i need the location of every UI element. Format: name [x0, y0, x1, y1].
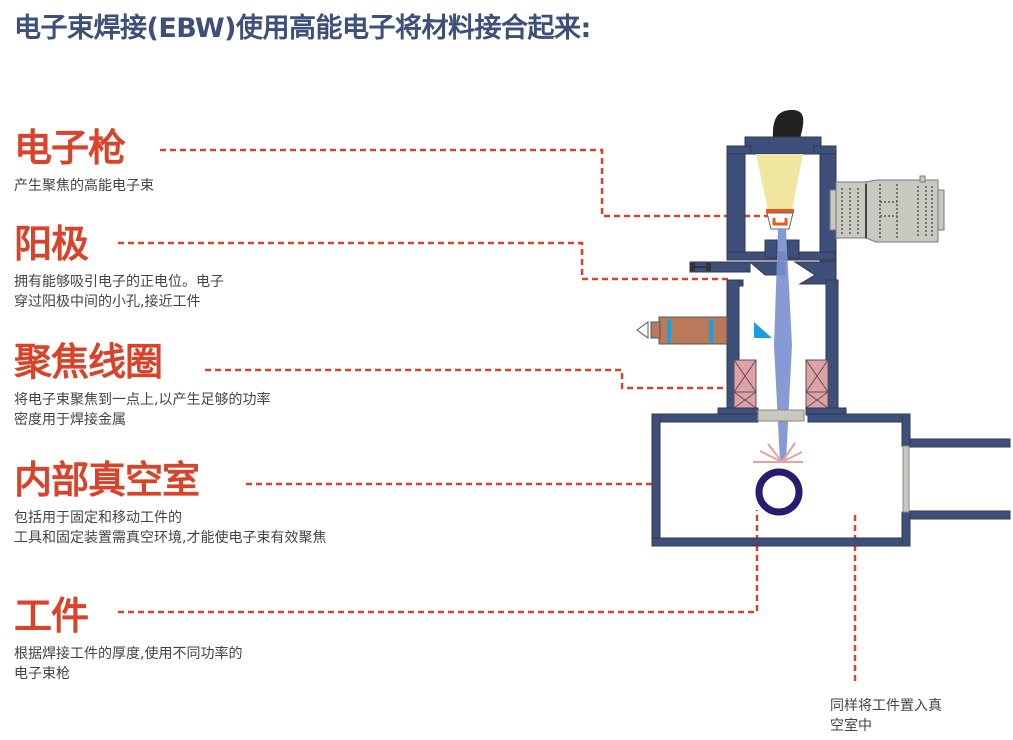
desc-line: 拥有能够吸引电子的正电位。电子 [14, 274, 224, 290]
leader-line-focus-coil [205, 368, 728, 390]
desc-line: 穿过阳极中间的小孔,接近工件 [14, 294, 201, 310]
label-desc-anode: 拥有能够吸引电子的正电位。电子 穿过阳极中间的小孔,接近工件 [14, 272, 224, 312]
leader-line-electron-gun [160, 148, 776, 218]
note-line: 同样将工件置入真 [830, 698, 942, 714]
weld-sparks [753, 442, 803, 463]
eyepiece-icon [636, 321, 649, 339]
label-desc-electron-gun: 产生聚焦的高能电子束 [14, 176, 154, 196]
mirror-prism [754, 322, 772, 338]
label-heading-vacuum-chamber: 内部真空室 [14, 458, 200, 502]
desc-line: 电子束枪 [14, 666, 70, 682]
focus-coils [733, 359, 829, 409]
label-desc-focus-coil: 将电子束聚焦到一点上,以产生足够的功率 密度用于焊接金属 [14, 390, 270, 430]
vacuum-chamber [651, 407, 1011, 547]
viewing-telescope [636, 316, 728, 345]
vacuum-pump-motor [829, 175, 945, 243]
label-heading-anode: 阳极 [14, 222, 89, 266]
label-heading-workpiece: 工件 [14, 594, 89, 638]
leader-line-workpiece [118, 510, 759, 614]
label-heading-electron-gun: 电子枪 [14, 126, 126, 170]
desc-line: 工具和固定装置需真空环境,才能使电子束有效聚焦 [14, 530, 327, 546]
desc-line: 产生聚焦的高能电子束 [14, 178, 154, 194]
label-desc-workpiece: 根据焊接工件的厚度,使用不同功率的 电子束枪 [14, 644, 242, 684]
desc-line: 将电子束聚焦到一点上,以产生足够的功率 [14, 392, 271, 408]
filament [772, 218, 788, 226]
note-line: 空室中 [830, 718, 872, 734]
desc-line: 密度用于焊接金属 [14, 412, 126, 428]
anode-adjust-arrow-icon [690, 263, 711, 271]
desc-line: 包括用于固定和移动工件的 [14, 510, 182, 526]
power-cable [772, 110, 804, 138]
cathode-band [766, 209, 794, 213]
electron-beam [774, 229, 792, 462]
page-title: 电子束焊接(EBW)使用高能电子将材料接合起来: [14, 13, 591, 44]
leader-line-anode [118, 241, 730, 281]
filament-holder [766, 212, 794, 230]
workpiece-note: 同样将工件置入真 空室中 [830, 696, 980, 736]
chamber-door [902, 445, 910, 513]
leader-lines [118, 148, 857, 682]
chamber-valve [757, 409, 805, 422]
desc-line: 根据焊接工件的厚度,使用不同功率的 [14, 646, 243, 662]
label-heading-focus-coil: 聚焦线圈 [14, 340, 163, 384]
cathode-cone [756, 154, 803, 210]
workpiece-ring [755, 468, 803, 516]
label-desc-vacuum-chamber: 包括用于固定和移动工件的 工具和固定装置需真空环境,才能使电子束有效聚焦 [14, 508, 326, 548]
